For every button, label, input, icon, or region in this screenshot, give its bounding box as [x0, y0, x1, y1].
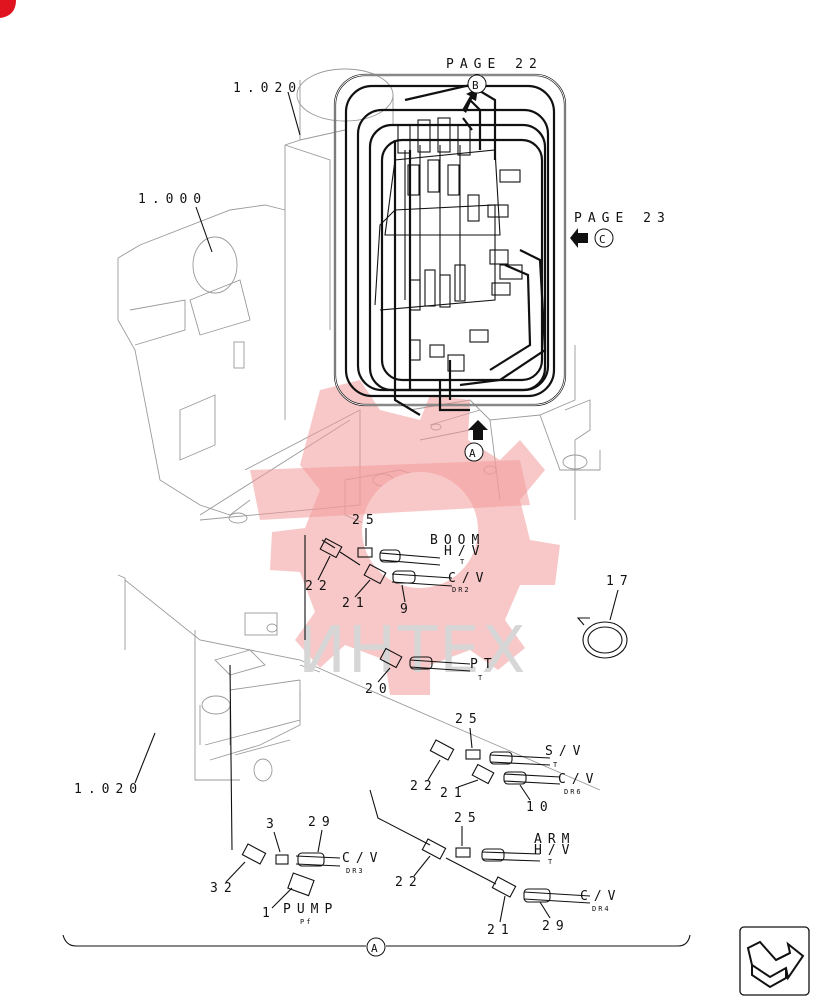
svg-text:C/V: C/V	[342, 851, 383, 866]
svg-text:H/V: H/V	[444, 544, 485, 559]
svg-text:T: T	[478, 674, 484, 682]
corner-marker-icon	[0, 0, 16, 18]
fitting-group-boom	[304, 535, 453, 640]
port-label-cv-dr6: C/V DR6	[558, 772, 599, 796]
callout-1: 1	[262, 906, 276, 921]
fitting-group-pt	[379, 647, 471, 672]
svg-text:BOOM: BOOM	[430, 533, 485, 548]
watermark-logo: ИНТЕХ	[250, 380, 560, 695]
arrow-to-page23-icon	[570, 228, 588, 248]
next-page-arrow-icon[interactable]	[739, 926, 810, 996]
svg-text:DR6: DR6	[564, 788, 583, 796]
callout-22a: 22	[305, 579, 333, 594]
arrow-from-view-a-icon	[468, 420, 488, 440]
arrow-to-page22-icon	[462, 88, 478, 113]
svg-text:C/V: C/V	[580, 889, 621, 904]
svg-text:T: T	[553, 761, 559, 769]
view-a-bracket: A	[62, 934, 691, 957]
svg-text:PAGE 23: PAGE 23	[574, 211, 671, 226]
port-label-boom: BOOM H/V T	[430, 533, 485, 566]
svg-text:DR3: DR3	[346, 867, 365, 875]
leader-1020-bottom	[134, 732, 156, 784]
callout-21c: 21	[487, 923, 515, 938]
ref-1020-top: 1.020	[233, 81, 302, 96]
fitting-group-pump	[229, 664, 341, 897]
page22-reference[interactable]: PAGE 22 B	[446, 57, 543, 94]
svg-text:PT: PT	[470, 657, 498, 672]
svg-text:C/V: C/V	[448, 571, 489, 586]
svg-text:B: B	[472, 79, 479, 92]
svg-text:Pf: Pf	[300, 918, 312, 926]
svg-text:T: T	[460, 558, 466, 566]
callout-32: 32	[210, 881, 238, 896]
svg-text:T: T	[548, 858, 554, 866]
port-label-cv-dr3: C/V DR3	[342, 851, 383, 875]
callout-20: 20	[365, 682, 393, 697]
port-label-cv-dr2: C/V DR2	[448, 571, 489, 594]
svg-text:C/V: C/V	[558, 772, 599, 787]
callout-10: 10	[526, 800, 554, 815]
callout-29b: 29	[542, 919, 570, 934]
port-label-pump: PUMP Pf	[283, 902, 338, 926]
callout-21a: 21	[342, 596, 370, 611]
watermark-text: ИНТЕХ	[298, 614, 527, 688]
svg-text:ARM: ARM	[534, 832, 575, 847]
callout-3: 3	[266, 817, 280, 832]
svg-text:PUMP: PUMP	[283, 902, 338, 917]
svg-text:A: A	[469, 447, 476, 460]
page23-reference[interactable]: PAGE 23 C	[574, 211, 671, 248]
svg-text:C: C	[599, 233, 606, 246]
callout-17: 17	[606, 574, 634, 589]
callout-22c: 22	[395, 875, 423, 890]
valve-hose-assembly	[333, 73, 567, 416]
port-label-cv-dr4: C/V DR4	[580, 889, 621, 913]
leader-1020-top	[287, 91, 301, 136]
svg-text:DR4: DR4	[592, 905, 611, 913]
callout-21b: 21	[440, 786, 468, 801]
port-label-sv: S/V T	[545, 744, 586, 769]
svg-text:PAGE 22: PAGE 22	[446, 57, 543, 72]
svg-text:DR2: DR2	[452, 586, 471, 594]
leader-1000	[195, 206, 213, 253]
callout-25b: 25	[455, 712, 483, 727]
fitting-group-arm	[369, 789, 591, 904]
callout-9: 9	[400, 602, 414, 617]
callout-25a: 25	[352, 513, 380, 528]
port-label-pt: PT T	[470, 657, 498, 682]
hose-clamp	[576, 617, 628, 659]
svg-text:H/V: H/V	[534, 843, 575, 858]
fitting-group-swing	[429, 739, 561, 785]
callout-29a: 29	[308, 815, 336, 830]
ref-1000: 1.000	[138, 192, 207, 207]
svg-text:A: A	[371, 942, 378, 955]
ref-1020-bottom: 1.020	[74, 782, 143, 797]
callout-25c: 25	[454, 811, 482, 826]
view-a-reference: A	[464, 442, 484, 462]
svg-text:S/V: S/V	[545, 744, 586, 759]
port-label-arm: ARM H/V T	[534, 832, 575, 866]
callout-22b: 22	[410, 779, 438, 794]
